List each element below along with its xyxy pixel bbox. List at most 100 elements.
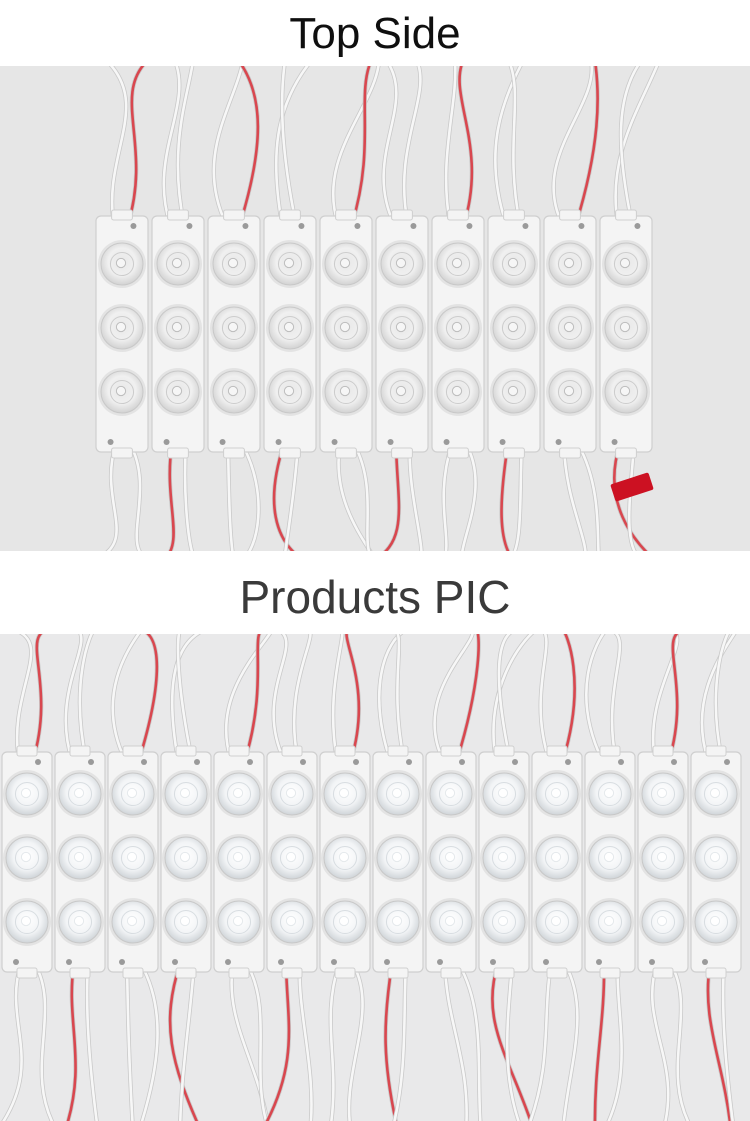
led-lens <box>378 304 426 352</box>
led-module <box>372 745 424 979</box>
led-lens <box>3 898 51 946</box>
led-module <box>107 745 159 979</box>
led-modules-lit-photo <box>1 634 742 1121</box>
led-lens <box>480 834 528 882</box>
red-label-tag <box>610 472 654 502</box>
led-module <box>213 745 265 979</box>
led-lens <box>322 368 370 416</box>
led-module <box>319 209 373 459</box>
led-lens <box>266 304 314 352</box>
led-module <box>319 745 371 979</box>
led-lens <box>322 304 370 352</box>
led-lens <box>546 304 594 352</box>
led-lens <box>374 770 422 818</box>
led-lens <box>210 304 258 352</box>
led-lens <box>215 898 263 946</box>
section-title-products-pic: Products PIC <box>239 571 511 623</box>
led-lens <box>215 770 263 818</box>
led-lens <box>98 368 146 416</box>
led-lens <box>434 368 482 416</box>
led-modules-top-photo <box>95 66 660 551</box>
wires-back <box>105 66 660 551</box>
led-lens <box>639 834 687 882</box>
led-lens <box>480 898 528 946</box>
led-lens <box>586 770 634 818</box>
led-lens <box>374 898 422 946</box>
led-module <box>425 745 477 979</box>
led-module <box>543 209 597 459</box>
led-lens <box>374 834 422 882</box>
led-lens <box>692 898 740 946</box>
photo-top-side <box>0 66 750 551</box>
led-module <box>690 745 742 979</box>
photo-products-pic <box>0 634 750 1121</box>
led-lens <box>490 304 538 352</box>
led-lens <box>3 834 51 882</box>
led-lens <box>210 240 258 288</box>
led-lens <box>98 240 146 288</box>
led-lens <box>533 898 581 946</box>
modules <box>95 209 653 459</box>
led-module <box>375 209 429 459</box>
led-lens <box>215 834 263 882</box>
led-module <box>263 209 317 459</box>
led-lens <box>480 770 528 818</box>
led-lens <box>546 240 594 288</box>
led-lens <box>268 898 316 946</box>
led-module <box>431 209 485 459</box>
led-lens <box>154 304 202 352</box>
led-lens <box>427 834 475 882</box>
led-module <box>160 745 212 979</box>
led-lens <box>162 898 210 946</box>
led-lens <box>98 304 146 352</box>
led-lens <box>109 770 157 818</box>
led-lens <box>639 770 687 818</box>
led-lens <box>586 834 634 882</box>
led-module <box>487 209 541 459</box>
led-lens <box>427 898 475 946</box>
led-lens <box>434 240 482 288</box>
led-lens <box>321 770 369 818</box>
led-lens <box>378 368 426 416</box>
led-module <box>478 745 530 979</box>
led-lens <box>586 898 634 946</box>
led-lens <box>109 834 157 882</box>
led-lens <box>602 368 650 416</box>
led-lens <box>210 368 258 416</box>
led-module <box>1 745 53 979</box>
led-lens <box>56 834 104 882</box>
led-lens <box>154 240 202 288</box>
led-lens <box>490 240 538 288</box>
led-lens <box>162 770 210 818</box>
led-lens <box>639 898 687 946</box>
led-lens <box>266 240 314 288</box>
led-lens <box>490 368 538 416</box>
led-lens <box>154 368 202 416</box>
led-lens <box>268 770 316 818</box>
led-lens <box>56 770 104 818</box>
led-lens <box>109 898 157 946</box>
wires-back <box>1 634 737 1121</box>
led-lens <box>56 898 104 946</box>
led-lens <box>321 898 369 946</box>
led-lens <box>322 240 370 288</box>
led-lens <box>378 240 426 288</box>
led-lens <box>692 770 740 818</box>
led-module <box>599 209 653 459</box>
led-lens <box>533 770 581 818</box>
led-module <box>151 209 205 459</box>
led-module <box>584 745 636 979</box>
led-lens <box>3 770 51 818</box>
led-module <box>95 209 149 459</box>
led-lens <box>427 770 475 818</box>
led-lens <box>268 834 316 882</box>
led-lens <box>434 304 482 352</box>
led-lens <box>321 834 369 882</box>
led-module <box>54 745 106 979</box>
led-module <box>207 209 261 459</box>
led-lens <box>162 834 210 882</box>
modules <box>1 745 742 979</box>
led-lens <box>602 240 650 288</box>
led-lens <box>533 834 581 882</box>
led-lens <box>546 368 594 416</box>
